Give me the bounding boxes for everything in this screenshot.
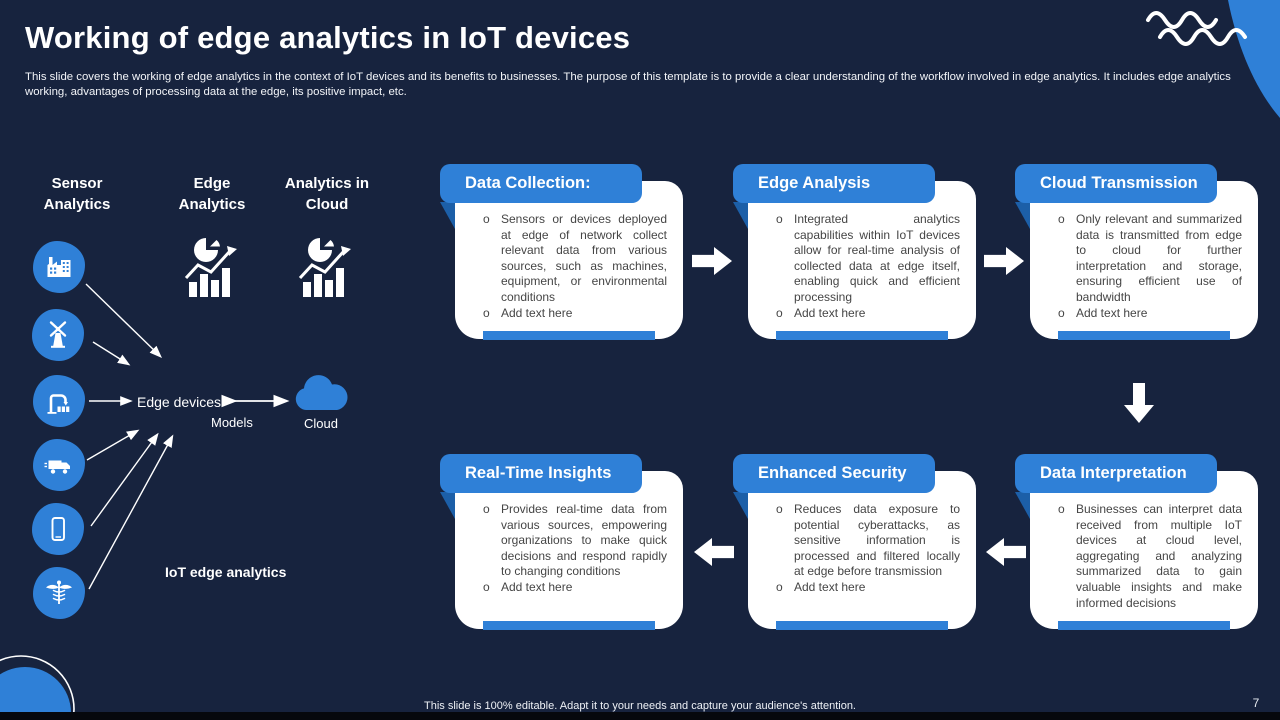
squiggle-icon xyxy=(1146,11,1218,29)
bullet-item: Add text here xyxy=(483,580,667,596)
squiggle-icon xyxy=(1158,28,1247,46)
bullet-item: Businesses can interpret data received f… xyxy=(1058,502,1242,611)
flow-arrow-left-icon xyxy=(694,538,734,566)
card-data-collection: Sensors or devices deployed at edge of n… xyxy=(455,181,683,339)
bullet-marker xyxy=(776,306,794,322)
card-title-banner: Real-Time Insights xyxy=(440,454,642,493)
card-cloud-transmission: Only relevant and summarized data is tra… xyxy=(1030,181,1258,339)
ribbon-fold xyxy=(1015,202,1030,229)
card-accent-bar xyxy=(776,331,948,340)
bullet-marker xyxy=(1058,306,1076,322)
sensor-blob xyxy=(33,439,85,491)
bullet-marker xyxy=(483,580,501,596)
card-accent-bar xyxy=(1058,621,1230,630)
bullet-text: Add text here xyxy=(501,579,573,594)
page-title: Working of edge analytics in IoT devices xyxy=(25,20,631,55)
bottom-strip xyxy=(0,712,1280,720)
bullet-text: Integrated analytics capabilities within… xyxy=(794,212,960,304)
bullet-item: Add text here xyxy=(1058,306,1242,322)
column-header-edge-analytics: Edge Analytics xyxy=(178,175,246,213)
iot-edge-analytics-caption: IoT edge analytics xyxy=(165,564,287,580)
bullet-text: Sensors or devices deployed at edge of n… xyxy=(501,212,667,304)
windmill-icon xyxy=(49,321,67,348)
sensor-blob xyxy=(33,241,85,293)
corner-circle-decoration xyxy=(0,655,75,720)
bullet-marker xyxy=(776,580,794,596)
bullet-text: Add text here xyxy=(794,305,866,320)
card-accent-bar xyxy=(483,621,655,630)
flow-arrow-right-icon xyxy=(984,247,1024,275)
card-accent-bar xyxy=(1058,331,1230,340)
card-title-banner: Data Interpretation xyxy=(1015,454,1217,493)
page-number: 7 xyxy=(1252,696,1260,710)
ribbon-fold xyxy=(440,492,455,519)
sensor-blob xyxy=(32,309,84,361)
card-data-interpretation: Businesses can interpret data received f… xyxy=(1030,471,1258,629)
card-title-banner: Edge Analysis xyxy=(733,164,935,203)
card-edge-analysis: Integrated analytics capabilities within… xyxy=(748,181,976,339)
sensor-blob xyxy=(32,503,84,555)
bullet-text: Add text here xyxy=(501,305,573,320)
bullet-marker xyxy=(483,306,501,322)
bullet-item: Add text here xyxy=(483,306,667,322)
bullet-text: Businesses can interpret data received f… xyxy=(1076,502,1242,610)
sensor-blob xyxy=(33,375,85,427)
bullet-text: Provides real-time data from various sou… xyxy=(501,502,667,579)
edge-devices-label: Edge devices xyxy=(137,394,222,410)
caduceus-icon xyxy=(46,580,72,604)
bullet-marker xyxy=(776,212,794,306)
bullet-text: Reduces data exposure to potential cyber… xyxy=(794,502,960,579)
models-label: Models xyxy=(211,415,253,430)
flow-arrow-right-icon xyxy=(692,247,732,275)
card-accent-bar xyxy=(483,331,655,340)
corner-blob-decoration xyxy=(1146,0,1280,118)
bullet-item: Reduces data exposure to potential cyber… xyxy=(776,502,960,580)
bullet-item: Only relevant and summarized data is tra… xyxy=(1058,212,1242,306)
bullet-marker xyxy=(776,502,794,580)
bullet-marker xyxy=(1058,502,1076,611)
card-accent-bar xyxy=(776,621,948,630)
column-header-analytics-in-cloud: Analytics in Cloud xyxy=(284,175,370,213)
flow-arrow-left-icon xyxy=(986,538,1026,566)
slide-description: This slide covers the working of edge an… xyxy=(25,71,1231,99)
factory-icon xyxy=(47,257,71,277)
truck-icon xyxy=(44,460,70,474)
pie-bar-chart-icon xyxy=(298,238,351,297)
bullet-item: Integrated analytics capabilities within… xyxy=(776,212,960,306)
bullet-item: Provides real-time data from various sou… xyxy=(483,502,667,580)
cloud-label: Cloud xyxy=(304,416,338,431)
card-title-banner: Data Collection: xyxy=(440,164,642,203)
sensor-blob xyxy=(33,567,85,619)
bullet-marker xyxy=(483,502,501,580)
bullet-text: Add text here xyxy=(794,579,866,594)
ribbon-fold xyxy=(440,202,455,229)
bullet-marker xyxy=(1058,212,1076,306)
flow-arrow-down-icon xyxy=(1124,383,1154,423)
bullet-item: Add text here xyxy=(776,306,960,322)
footer-note: This slide is 100% editable. Adapt it to… xyxy=(424,700,856,712)
card-title-banner: Enhanced Security xyxy=(733,454,935,493)
column-header-sensor-analytics: Sensor Analytics xyxy=(43,175,111,213)
pie-bar-chart-icon xyxy=(184,238,237,297)
bullet-text: Add text here xyxy=(1076,305,1148,320)
bullet-item: Add text here xyxy=(776,580,960,596)
card-title-banner: Cloud Transmission xyxy=(1015,164,1217,203)
cloud-icon xyxy=(295,375,348,410)
card-enhanced-security: Reduces data exposure to potential cyber… xyxy=(748,471,976,629)
bullet-marker xyxy=(483,212,501,306)
ribbon-fold xyxy=(1015,492,1030,519)
card-real-time-insights: Provides real-time data from various sou… xyxy=(455,471,683,629)
smartphone-icon xyxy=(51,517,65,541)
robotic-machine-icon xyxy=(47,394,70,414)
ribbon-fold xyxy=(733,492,748,519)
ribbon-fold xyxy=(733,202,748,229)
bullet-item: Sensors or devices deployed at edge of n… xyxy=(483,212,667,306)
bullet-text: Only relevant and summarized data is tra… xyxy=(1076,212,1242,304)
